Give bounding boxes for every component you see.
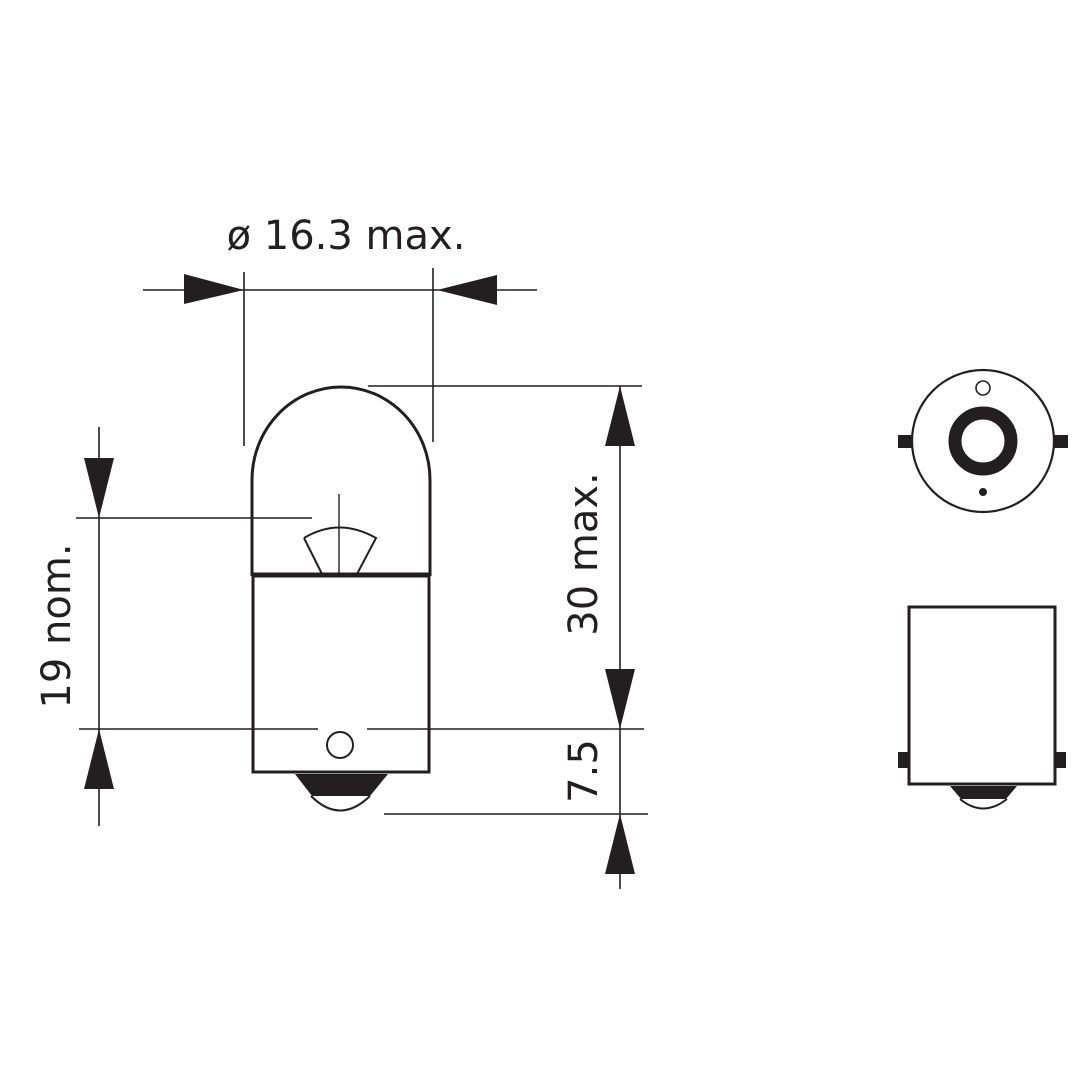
arrow-up-icon: [84, 729, 114, 789]
solder-contact: [295, 774, 388, 796]
bayonet-pin-right: [1054, 752, 1066, 768]
center-dot: [979, 488, 987, 496]
bayonet-pin-left: [898, 435, 913, 448]
glass-bulb: [250, 385, 432, 576]
arrow-up-icon: [605, 386, 635, 446]
contact-ring: [948, 406, 1018, 476]
arrow-right-icon: [184, 274, 244, 304]
filament: [303, 526, 378, 575]
bayonet-pin-left: [898, 752, 910, 768]
metal-base: [251, 574, 431, 774]
pin-hole: [975, 380, 991, 396]
bulb-side-view: [250, 385, 432, 812]
diameter-label: ø 16.3 max.: [227, 213, 466, 259]
diameter-dimension: [143, 268, 537, 446]
arrow-down-icon: [84, 458, 114, 518]
light-center-dimension: [84, 427, 114, 826]
contact-length-label: 7.5: [561, 739, 607, 803]
arrow-down-icon: [605, 669, 635, 729]
overall-length-dimension: [605, 386, 635, 889]
overall-length-label: 30 max.: [561, 472, 607, 635]
base-bottom-view: [898, 368, 1068, 514]
arrow-left-icon: [437, 275, 497, 305]
bayonet-pin: [326, 731, 354, 759]
base-side-view: [898, 605, 1066, 810]
solder-contact: [950, 786, 1017, 799]
light-center-label: 19 nom.: [34, 543, 80, 708]
arrow-up-icon: [605, 814, 635, 874]
bayonet-pin-right: [1053, 435, 1068, 448]
